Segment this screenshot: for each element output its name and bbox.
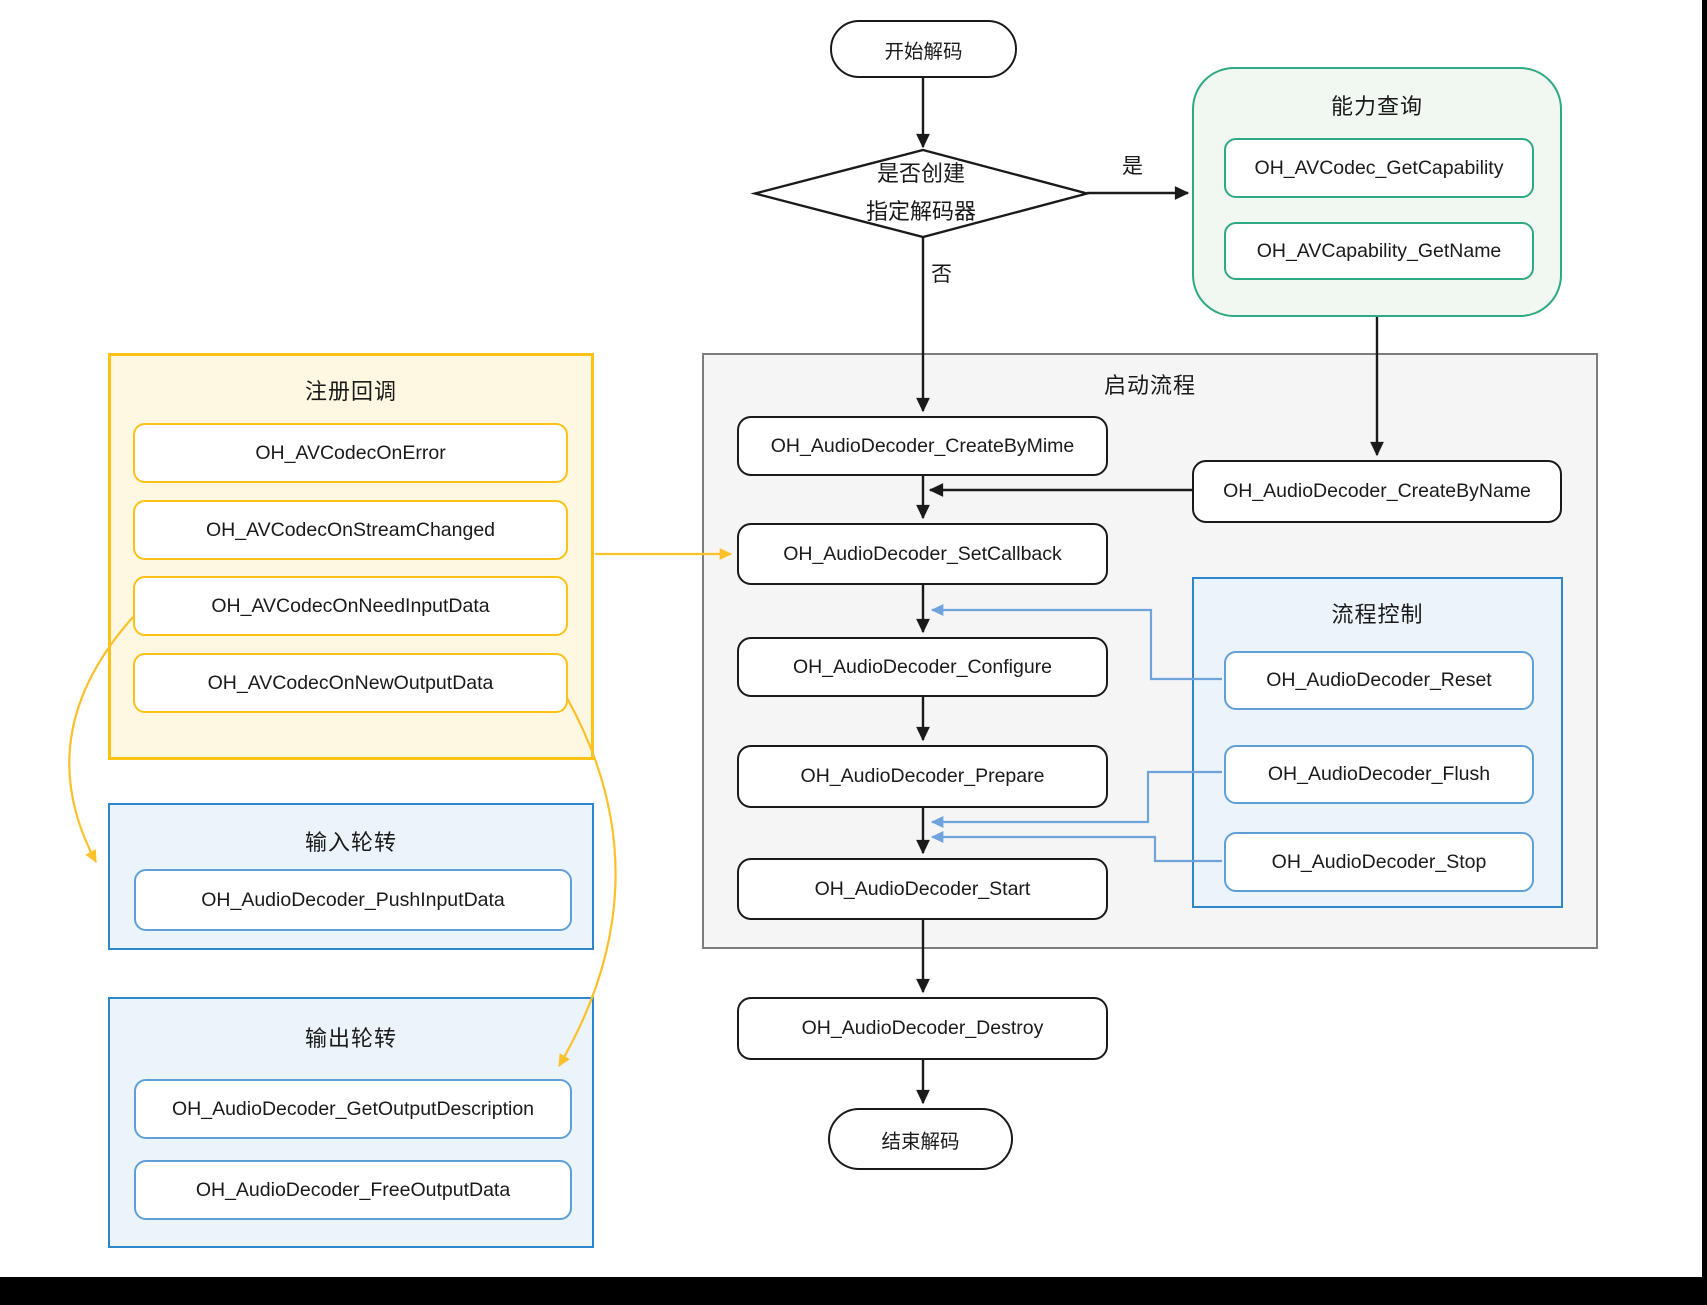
node-reset: OH_AudioDecoder_Reset [1224, 651, 1534, 710]
node-get-output-description: OH_AudioDecoder_GetOutputDescription [134, 1079, 572, 1139]
node-create-by-name: OH_AudioDecoder_CreateByName [1192, 460, 1562, 523]
callback-group-title: 注册回调 [304, 379, 397, 404]
node-push-inputdata: OH_AudioDecoder_PushInputData [134, 869, 572, 931]
start-node: 开始解码 [830, 20, 1017, 78]
decision-line1: 是否创建 [876, 161, 965, 186]
output-rotation-group: 输出轮转 OH_AudioDecoder_GetOutputDescriptio… [108, 997, 594, 1248]
connector-newoutput-to-outputgroup [558, 697, 617, 1067]
node-get-capability: OH_AVCodec_GetCapability [1224, 138, 1534, 198]
node-prepare: OH_AudioDecoder_Prepare [737, 745, 1108, 808]
end-node: 结束解码 [828, 1108, 1013, 1170]
flow-control-title: 流程控制 [1331, 602, 1424, 627]
node-stop: OH_AudioDecoder_Stop [1224, 832, 1534, 892]
node-destroy: OH_AudioDecoder_Destroy [737, 997, 1108, 1060]
connector-flush-to-mainline [930, 770, 1222, 828]
startup-group-title: 启动流程 [1103, 373, 1196, 398]
callback-group: 注册回调 OH_AVCodecOnError OH_AVCodecOnStrea… [108, 353, 594, 760]
branch-yes-label: 是 [1122, 155, 1143, 178]
connector-stop-to-mainline [930, 831, 1222, 863]
branch-no-label: 否 [931, 263, 952, 286]
node-oncodec-error: OH_AVCodecOnError [133, 423, 568, 483]
letterbox-right [1702, 0, 1707, 1305]
node-onstream-changed: OH_AVCodecOnStreamChanged [133, 500, 568, 560]
node-flush: OH_AudioDecoder_Flush [1224, 745, 1534, 804]
node-create-by-mime: OH_AudioDecoder_CreateByMime [737, 416, 1108, 476]
node-set-callback: OH_AudioDecoder_SetCallback [737, 523, 1108, 585]
capability-group-title: 能力查询 [1330, 94, 1423, 119]
node-onneed-inputdata: OH_AVCodecOnNeedInputData [133, 576, 568, 636]
decision-diamond [750, 148, 1092, 239]
input-rotation-title: 输入轮转 [304, 830, 397, 855]
node-onnew-outputdata: OH_AVCodecOnNewOutputData [133, 653, 568, 713]
flow-control-group: 流程控制 OH_AudioDecoder_Reset OH_AudioDecod… [1192, 577, 1563, 908]
connector-needinput-to-inputgroup [68, 616, 134, 863]
decision-line2: 指定解码器 [865, 199, 976, 224]
input-rotation-group: 输入轮转 OH_AudioDecoder_PushInputData [108, 803, 594, 950]
connector-reset-to-mainline [930, 604, 1222, 681]
node-free-outputdata: OH_AudioDecoder_FreeOutputData [134, 1160, 572, 1220]
decision-text: 是否创建 指定解码器 [755, 155, 1087, 231]
output-rotation-title: 输出轮转 [304, 1026, 397, 1051]
letterbox-bottom [0, 1277, 1707, 1305]
capability-group: 能力查询 OH_AVCodec_GetCapability OH_AVCapab… [1192, 67, 1562, 317]
node-start: OH_AudioDecoder_Start [737, 858, 1108, 920]
node-configure: OH_AudioDecoder_Configure [737, 637, 1108, 697]
node-capability-getname: OH_AVCapability_GetName [1224, 222, 1534, 280]
